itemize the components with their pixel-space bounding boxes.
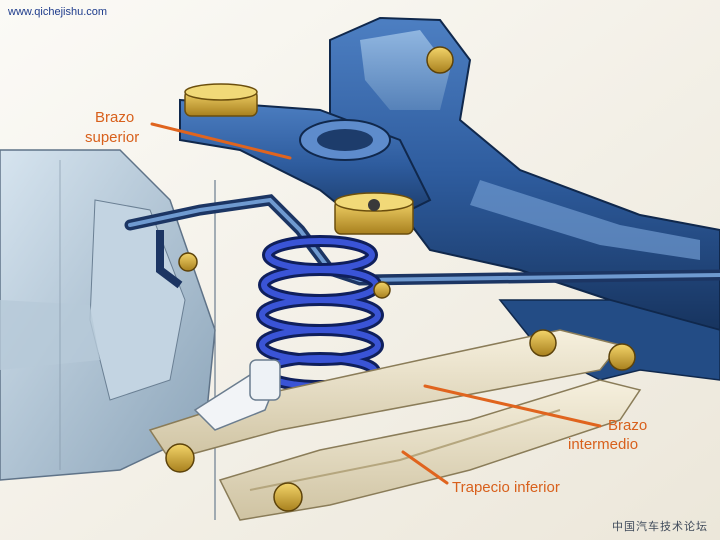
- lower-trapezoid: [218, 379, 642, 521]
- leader-lines: [150, 122, 602, 485]
- leader-upper-arm: [150, 122, 292, 160]
- footer-text: 中国汽车技术论坛: [612, 520, 708, 533]
- damper-link: [193, 359, 281, 431]
- label-upper-arm-line2: superior: [85, 129, 140, 146]
- label-lower-trapezoid: Trapecio inferior: [452, 479, 560, 496]
- spring-seat: [184, 83, 414, 235]
- watermark: www.qichejishu.com: [8, 6, 108, 18]
- label-middle-arm-line2: intermedio: [568, 436, 639, 453]
- label-middle-arm-line1: Brazo: [608, 417, 648, 434]
- bushings: [165, 46, 636, 512]
- leader-lower-trapezoid: [401, 450, 449, 485]
- label-upper-arm-line1: Brazo: [95, 109, 135, 126]
- leader-middle-arm: [423, 384, 602, 428]
